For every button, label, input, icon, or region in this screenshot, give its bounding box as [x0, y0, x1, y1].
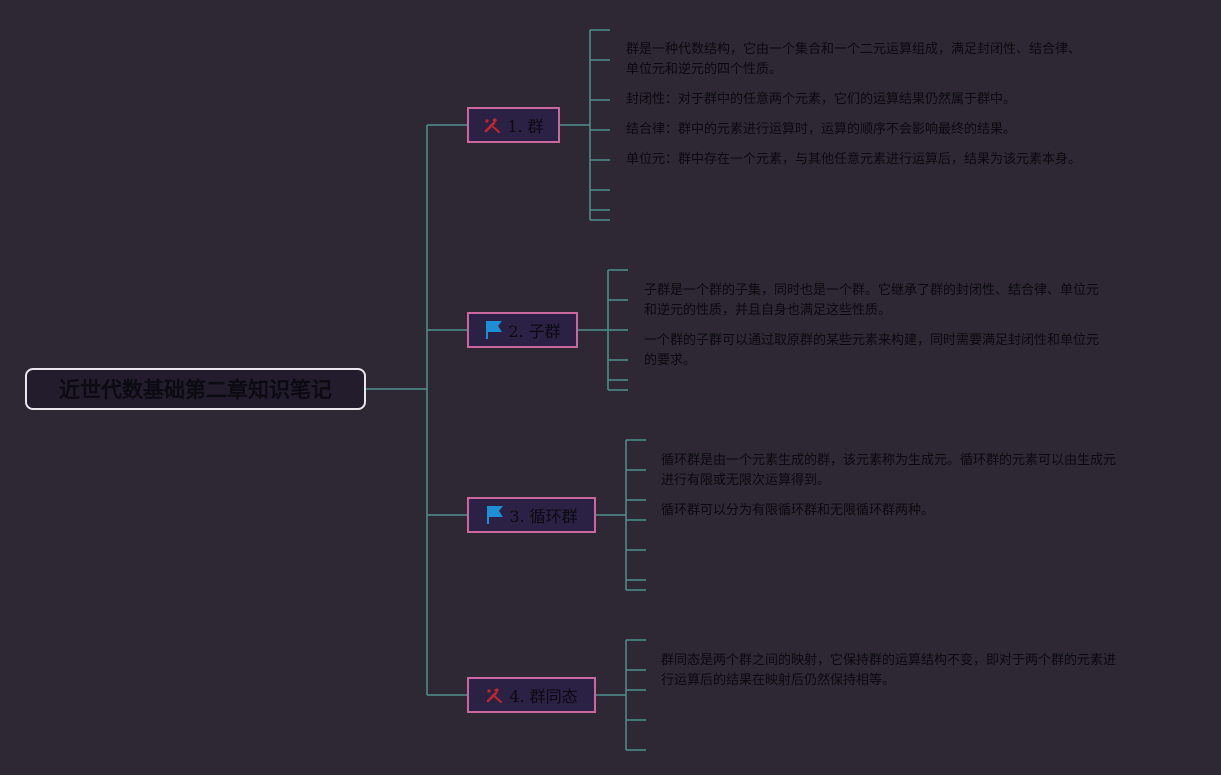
tools-icon — [483, 116, 503, 134]
topic-node[interactable]: 2. 子群 — [467, 312, 578, 348]
note-text: 循环群是由一个元素生成的群，该元素称为生成元。循环群的元素可以由生成元进行有限或… — [661, 451, 1116, 491]
note-line: 群是一种代数结构，它由一个集合和一个二元运算组成，满足封闭性、结合律、 — [626, 42, 1082, 57]
flag-icon — [484, 320, 504, 340]
root-topic[interactable]: 近世代数基础第二章知识笔记 — [25, 368, 366, 410]
topic-label: 1. 群 — [507, 117, 544, 136]
note-text: 子群是一个群的子集，同时也是一个群。它继承了群的封闭性、结合律、单位元和逆元的性… — [644, 281, 1099, 321]
topic-label: 3. 循环群 — [509, 507, 578, 526]
root-title: 近世代数基础第二章知识笔记 — [59, 378, 332, 402]
note-text: 单位元：群中存在一个元素，与其他任意元素进行运算后，结果为该元素本身。 — [626, 150, 1081, 170]
note-line: 单位元：群中存在一个元素，与其他任意元素进行运算后，结果为该元素本身。 — [626, 152, 1082, 167]
note-text: 封闭性：对于群中的任意两个元素，它们的运算结果仍然属于群中。 — [626, 90, 1016, 110]
note-text: 一个群的子群可以通过取原群的某些元素来构建，同时需要满足封闭性和单位元的要求。 — [644, 331, 1099, 371]
note-line: 结合律：群中的元素进行运算时，运算的顺序不会影响最终的结果。 — [626, 122, 1017, 137]
note-text: 结合律：群中的元素进行运算时，运算的顺序不会影响最终的结果。 — [626, 120, 1016, 140]
topic-node[interactable]: 1. 群 — [467, 107, 560, 143]
note-line: 单位元和逆元的四个性质。 — [626, 62, 783, 77]
topic-label: 4. 群同态 — [509, 687, 578, 706]
note-line: 的要求。 — [644, 353, 697, 368]
note-line: 封闭性：对于群中的任意两个元素，它们的运算结果仍然属于群中。 — [626, 92, 1017, 107]
note-line: 进行有限或无限次运算得到。 — [661, 473, 831, 488]
note-text: 循环群可以分为有限循环群和无限循环群两种。 — [661, 501, 934, 521]
note-line: 循环群是由一个元素生成的群，该元素称为生成元。循环群的元素可以由生成元 — [661, 453, 1117, 468]
note-line: 和逆元的性质，并且自身也满足这些性质。 — [644, 303, 892, 318]
note-line: 子群是一个群的子集，同时也是一个群。它继承了群的封闭性、结合律、单位元 — [644, 283, 1100, 298]
note-line: 循环群可以分为有限循环群和无限循环群两种。 — [661, 503, 935, 518]
note-line: 群同态是两个群之间的映射，它保持群的运算结构不变，即对于两个群的元素进 — [661, 653, 1117, 668]
note-text: 群同态是两个群之间的映射，它保持群的运算结构不变，即对于两个群的元素进行运算后的… — [661, 651, 1116, 691]
tools-icon — [485, 686, 505, 704]
note-line: 一个群的子群可以通过取原群的某些元素来构建，同时需要满足封闭性和单位元 — [644, 333, 1100, 348]
topic-node[interactable]: 3. 循环群 — [467, 497, 596, 533]
flag-icon — [485, 505, 505, 525]
topic-label: 2. 子群 — [508, 322, 561, 341]
note-text: 群是一种代数结构，它由一个集合和一个二元运算组成，满足封闭性、结合律、单位元和逆… — [626, 40, 1081, 80]
note-line: 行运算后的结果在映射后仍然保持相等。 — [661, 673, 896, 688]
topic-node[interactable]: 4. 群同态 — [467, 677, 596, 713]
